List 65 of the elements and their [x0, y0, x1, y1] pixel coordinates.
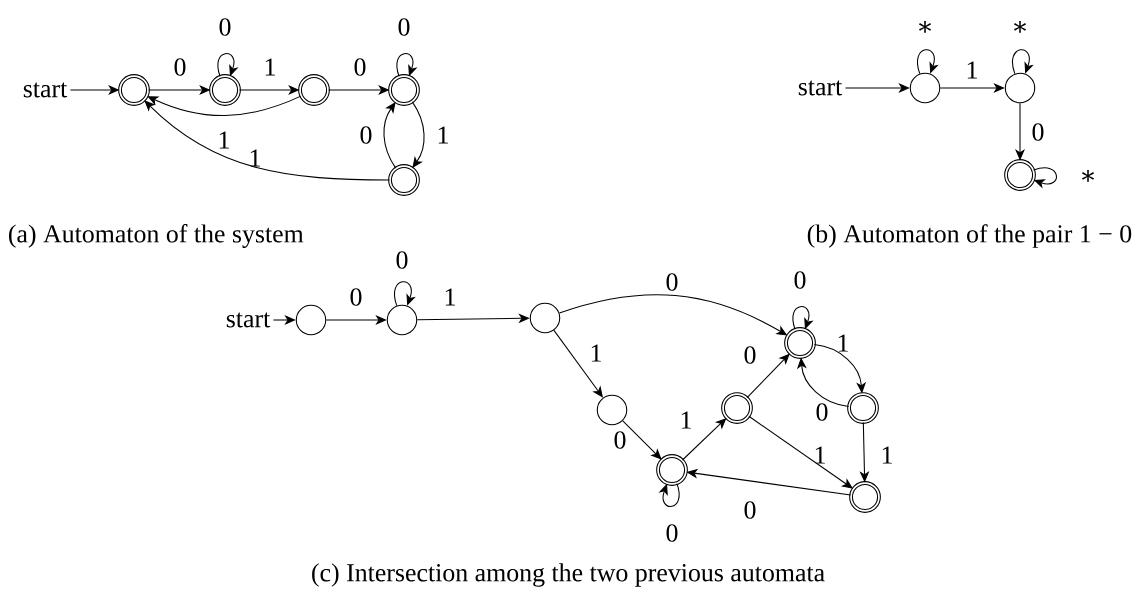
arrow — [393, 281, 416, 307]
accepting-state — [784, 327, 816, 359]
edge-label: 1 — [838, 334, 848, 352]
edge-label: 0 — [174, 58, 186, 76]
edge-label: ∗ — [1081, 170, 1095, 182]
edge-label: 0 — [354, 58, 366, 76]
edge-label: 1 — [445, 288, 455, 306]
start-label: start — [798, 80, 843, 96]
accepting-state — [118, 74, 150, 106]
edge-label: 0 — [666, 273, 678, 291]
state-circle — [1004, 72, 1036, 104]
arrow — [622, 420, 662, 460]
edge-label: 1 — [250, 149, 260, 167]
arrow — [217, 53, 239, 77]
edge-label: 0 — [360, 126, 372, 144]
edge-label: 0 — [666, 524, 678, 542]
edge-label: 1 — [591, 344, 601, 362]
caption: (a) Automaton of the system — [9, 224, 304, 248]
edge-label: 1 — [681, 411, 691, 429]
start-label: start — [23, 82, 68, 98]
arrow — [144, 100, 391, 181]
edge-label: 0 — [350, 288, 362, 306]
accepting-state — [209, 74, 241, 106]
caption: (c) Intersection among the two previous automata — [312, 563, 825, 587]
arrow — [792, 306, 814, 330]
edge-label: ∗ — [918, 21, 932, 33]
edge-label: 1 — [967, 61, 977, 79]
arrow — [1011, 49, 1034, 75]
edge-label: 1 — [815, 446, 825, 464]
accepting-state — [1004, 159, 1036, 191]
caption: (b) Automaton of the pair 1 − 0 — [807, 224, 1132, 248]
edge-label: 0 — [744, 346, 756, 364]
state-circle — [596, 394, 628, 426]
edge-label: 0 — [219, 18, 231, 36]
accepting-state — [721, 392, 753, 424]
accepting-state — [847, 392, 879, 424]
edge-label: 1 — [882, 446, 892, 464]
edge-label: ∗ — [1013, 21, 1027, 33]
arrow — [658, 483, 680, 507]
edge-label: 0 — [744, 501, 756, 519]
edge-label: 1 — [265, 58, 275, 76]
edge-label: 1 — [438, 126, 448, 144]
arrow — [147, 95, 302, 117]
edge-label: 0 — [816, 403, 828, 421]
start-label: start — [226, 312, 271, 328]
state-circle — [386, 304, 418, 336]
arrow — [916, 49, 939, 75]
state-circle — [909, 72, 941, 104]
edge-label: 0 — [614, 431, 626, 449]
accepting-state — [388, 74, 420, 106]
accepting-state — [298, 74, 330, 106]
accepting-state — [388, 164, 420, 196]
edge-label: 0 — [794, 271, 806, 289]
accepting-state — [656, 454, 688, 486]
edge-label: 0 — [1032, 123, 1044, 141]
arrow — [396, 53, 418, 77]
edge-label: 0 — [398, 18, 410, 36]
arrow — [746, 353, 790, 399]
state-circle — [295, 304, 327, 336]
state-circle — [529, 302, 561, 334]
edge-label: 1 — [219, 131, 229, 149]
arrow — [1033, 167, 1057, 189]
accepting-state — [849, 481, 881, 513]
arrow — [681, 418, 727, 461]
edge-label: 0 — [396, 251, 408, 269]
